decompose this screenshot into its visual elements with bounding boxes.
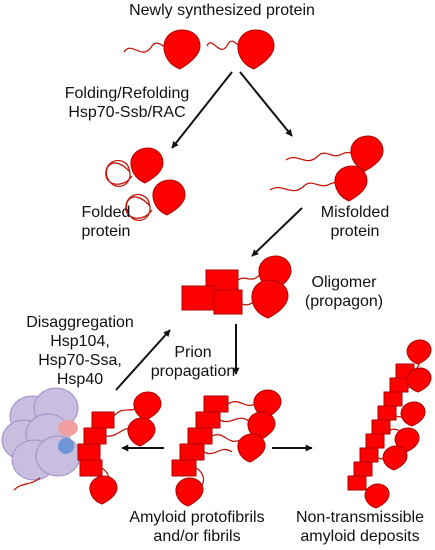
label-folded-protein: Folded protein <box>81 204 131 240</box>
protein-domain <box>130 147 164 184</box>
polypeptide-chain <box>285 151 355 162</box>
oligomer <box>181 255 292 319</box>
arrow-to-misfolded <box>239 71 293 137</box>
polypeptide-chain <box>211 434 241 442</box>
label-amyloid-deposits: Non-transmissible amyloid deposits <box>295 509 425 545</box>
protein-domain <box>350 135 384 172</box>
amyloid-domain <box>383 391 403 407</box>
label-misfolded-protein: Misfolded protein <box>320 204 390 240</box>
protein-domain <box>251 279 289 319</box>
polypeptide-chain <box>237 271 263 281</box>
protein-domain <box>237 433 266 463</box>
process-arrows <box>115 71 313 452</box>
amyloid-domain <box>83 427 107 445</box>
arrow-to-oligomer <box>251 207 303 257</box>
protein-domain <box>364 483 390 509</box>
protein-domain <box>175 477 204 507</box>
misfolded-proteins <box>269 135 384 202</box>
amyloid-domain <box>171 459 197 477</box>
amyloid-domain <box>187 427 213 445</box>
label-prion-propagation: Prion propagation <box>150 344 236 380</box>
protein-domain <box>89 475 118 505</box>
polypeptide-chain <box>105 159 133 187</box>
amyloid-domain <box>347 475 367 491</box>
amyloid-domain <box>203 395 229 413</box>
polypeptide-chain <box>206 40 243 51</box>
amyloid-domain <box>179 443 205 461</box>
protein-domain <box>400 401 426 427</box>
amyloid-domain <box>371 419 391 435</box>
protein-domain <box>406 339 432 365</box>
protein-domain <box>382 445 408 471</box>
amyloid-domain <box>213 289 243 315</box>
amyloid-domain <box>195 411 221 429</box>
amyloid-domain <box>77 443 101 461</box>
arrow-disaggregation <box>115 329 171 391</box>
amyloid-deposits <box>347 339 432 509</box>
chaperone-subunit <box>35 435 81 477</box>
amyloid-domain <box>389 377 409 393</box>
polypeptide-chain <box>203 448 233 455</box>
polypeptide-chain <box>123 42 169 53</box>
label-oligomer: Oligomer (propagon) <box>304 274 384 310</box>
folded-proteins <box>105 147 186 221</box>
cochaperone-pink <box>58 420 78 436</box>
label-folding-refolding: Folding/Refolding Hsp70-Ssb/RAC <box>64 85 190 121</box>
amyloid-domain <box>91 411 115 429</box>
polypeptide-chain <box>125 193 153 221</box>
label-amyloid-fibrils: Amyloid protofibrils and/or fibrils <box>129 509 265 545</box>
cochaperone-blue <box>58 438 74 454</box>
arrow-to-folded <box>171 71 233 149</box>
protein-domain <box>237 29 275 70</box>
polypeptide-chain <box>269 181 343 192</box>
amyloid-domain <box>79 459 103 477</box>
label-disaggregation: Disaggregation Hsp104, Hsp70-Ssa, Hsp40 <box>26 314 134 388</box>
amyloid-domain <box>181 285 217 311</box>
polypeptide-chain <box>219 417 251 423</box>
protein-domain <box>127 417 156 447</box>
amyloid-domain <box>365 433 385 449</box>
amyloid-fibril <box>171 389 282 507</box>
protein-domain <box>406 367 432 393</box>
protein-domain <box>133 391 162 421</box>
protein-domain <box>163 29 201 70</box>
chaperone-complex <box>1 387 162 505</box>
newly-synthesized-proteins <box>123 29 275 70</box>
label-newly-synthesized: Newly synthesized protein <box>129 2 315 19</box>
amyloid-domain <box>377 405 397 421</box>
amyloid-domain <box>359 447 379 463</box>
protein-domain <box>152 179 186 216</box>
polypeptide-chain <box>13 477 41 491</box>
protein-domain <box>334 165 368 202</box>
amyloid-domain <box>353 461 373 477</box>
